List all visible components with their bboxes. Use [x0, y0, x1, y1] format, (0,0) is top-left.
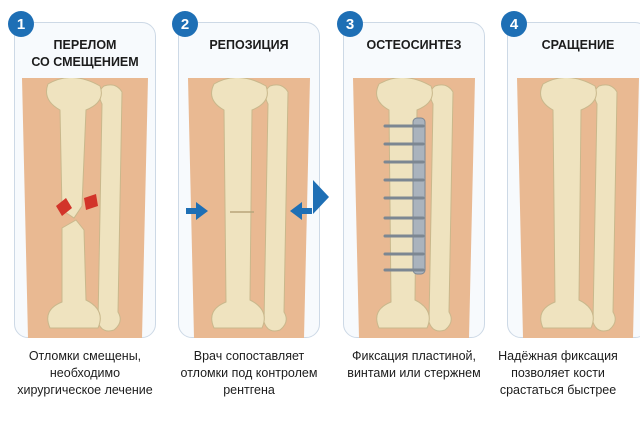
step-1-illustration: [14, 78, 156, 338]
arrow-right-icon: [186, 202, 208, 220]
tibia-lower-fragment: [47, 219, 101, 329]
fixation-plate: [412, 117, 426, 275]
step-4-caption-line-3: срастаться быстрее: [499, 383, 617, 397]
tibia-bone: [211, 78, 268, 329]
step-4-caption: Надёжная фиксация позволяет кости сраста…: [478, 348, 638, 399]
step-3-caption: Фиксация пластиной, винтами или стержнем: [334, 348, 494, 382]
step-1-caption-line-1: Отломки смещены,: [28, 349, 142, 363]
arrow-left-icon: [290, 202, 312, 220]
step-2-title: РЕПОЗИЦИЯ: [178, 37, 320, 54]
step-2-caption-line-3: рентгена: [223, 383, 275, 397]
step-3-caption-line-2: винтами или стержнем: [347, 366, 481, 380]
step-1-title: ПЕРЕЛОМ СО СМЕЩЕНИЕМ: [14, 37, 156, 71]
healed-tibia-bone: [540, 78, 597, 329]
step-2-caption: Врач сопоставляет отломки под контролем …: [169, 348, 329, 399]
step-4-number-badge: 4: [501, 11, 527, 37]
step-2-title-line-1: РЕПОЗИЦИЯ: [209, 38, 289, 52]
tibia-upper-fragment: [46, 78, 102, 219]
fibula-bone: [592, 84, 618, 332]
step-3-title-line-1: ОСТЕОСИНТЕЗ: [366, 38, 462, 52]
step-4-panel: СРАЩЕНИЕ 4: [501, 11, 640, 338]
step-1-number-badge: 1: [8, 11, 34, 37]
step-2-panel: РЕПОЗИЦИЯ 2: [172, 11, 320, 338]
step-1-caption: Отломки смещены, необходимо хирургическо…: [5, 348, 165, 399]
step-4-illustration: [507, 78, 640, 338]
step-2-illustration: [178, 78, 320, 338]
step-3-panel: ОСТЕОСИНТЕЗ 3: [337, 11, 485, 338]
chevron-right-icon: [313, 180, 329, 214]
fibula-bone: [428, 84, 454, 332]
step-1-caption-line-2: необходимо: [49, 366, 121, 380]
fibula-bone: [263, 84, 289, 332]
step-2-caption-line-2: отломки под контролем: [180, 366, 318, 380]
fixation-screws: [383, 124, 425, 272]
step-1-panel: ПЕРЕЛОМ СО СМЕЩЕНИЕМ 1: [8, 11, 156, 338]
step-3-number-badge: 3: [337, 11, 363, 37]
step-3-title: ОСТЕОСИНТЕЗ: [343, 37, 485, 54]
fracture-mark-right: [84, 194, 98, 210]
fibula-bone: [97, 84, 123, 332]
step-4-caption-line-1: Надёжная фиксация: [498, 349, 618, 363]
step-1-title-line-2: СО СМЕЩЕНИЕМ: [31, 55, 139, 69]
step-1-title-line-1: ПЕРЕЛОМ: [53, 38, 117, 52]
step-1-caption-line-3: хирургическое лечение: [17, 383, 153, 397]
step-2-caption-line-1: Врач сопоставляет: [193, 349, 305, 363]
step-4-title: СРАЩЕНИЕ: [507, 37, 640, 54]
fracture-mark-left: [56, 198, 72, 216]
step-3-illustration: [343, 78, 485, 338]
step-4-caption-line-2: позволяет кости: [511, 366, 605, 380]
tibia-bone: [376, 78, 433, 329]
step-3-caption-line-1: Фиксация пластиной,: [352, 349, 476, 363]
step-4-title-line-1: СРАЩЕНИЕ: [541, 38, 615, 52]
step-2-number-badge: 2: [172, 11, 198, 37]
